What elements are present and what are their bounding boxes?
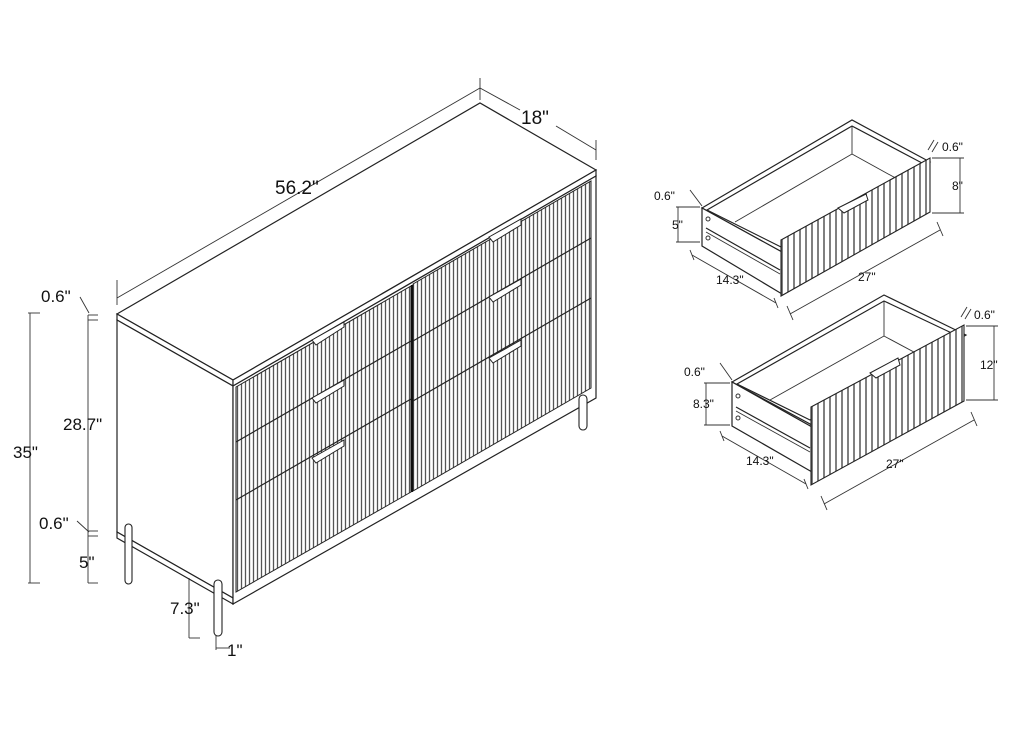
drawer-handle-6 (488, 339, 522, 364)
leg-front-left (213, 579, 223, 637)
large-drawer-dimensions: 0.6" 12" 0.6" 8.3" 14.3" 27" (684, 306, 998, 511)
dim-bottom-thickness: 0.6" (39, 514, 69, 533)
large-drawer-view (730, 294, 968, 486)
small-drawer-front (780, 157, 931, 297)
drawer-gap-right-2 (412, 297, 592, 402)
dresser-main-view (115, 102, 598, 637)
small-front-thickness: 0.6" (942, 140, 963, 154)
small-drawer-view (700, 119, 932, 297)
large-width: 27" (886, 457, 904, 471)
drawer-handle-1 (311, 321, 345, 346)
large-front-thickness: 0.6" (974, 308, 995, 322)
drawer-handle-4 (488, 218, 522, 243)
small-depth: 14.3" (716, 273, 744, 287)
large-side-thickness: 0.6" (684, 365, 705, 379)
leg-front-right (578, 394, 588, 431)
small-drawer-dimensions: 0.6" 8" 0.6" 5" 14.3" 27" (654, 139, 964, 321)
dim-body-height: 28.7" (63, 415, 102, 434)
drawer-handle-3 (311, 439, 345, 464)
large-drawer-handle (869, 357, 901, 379)
dim-top-thickness: 0.6" (41, 287, 71, 306)
small-drawer-handle (837, 193, 869, 214)
dim-overall-height: 35" (13, 443, 38, 462)
dim-leg-height: 7.3" (170, 599, 200, 618)
large-drawer-front (810, 324, 965, 486)
drawer-handle-5 (488, 278, 522, 303)
leg-back-left (124, 523, 133, 585)
small-front-height: 8" (952, 179, 963, 193)
small-side-height: 5" (672, 218, 683, 232)
dim-leg-diameter: 1" (227, 641, 243, 660)
large-front-height: 12" (980, 358, 998, 372)
drawer-gap-left-2 (235, 398, 412, 501)
drawer-handle-2 (311, 379, 345, 404)
small-width: 27" (858, 270, 876, 284)
small-side-thickness: 0.6" (654, 189, 675, 203)
dim-leg-clearance: 5" (79, 553, 95, 572)
large-depth: 14.3" (746, 454, 774, 468)
dim-depth: 18" (521, 108, 549, 129)
dim-width: 56.2" (275, 178, 319, 199)
dresser-dimensions: 56.2" 18" 35" 0.6" 28.7" 0.6" 5" 7.3" 1" (13, 78, 597, 660)
large-side-height: 8.3" (693, 397, 714, 411)
